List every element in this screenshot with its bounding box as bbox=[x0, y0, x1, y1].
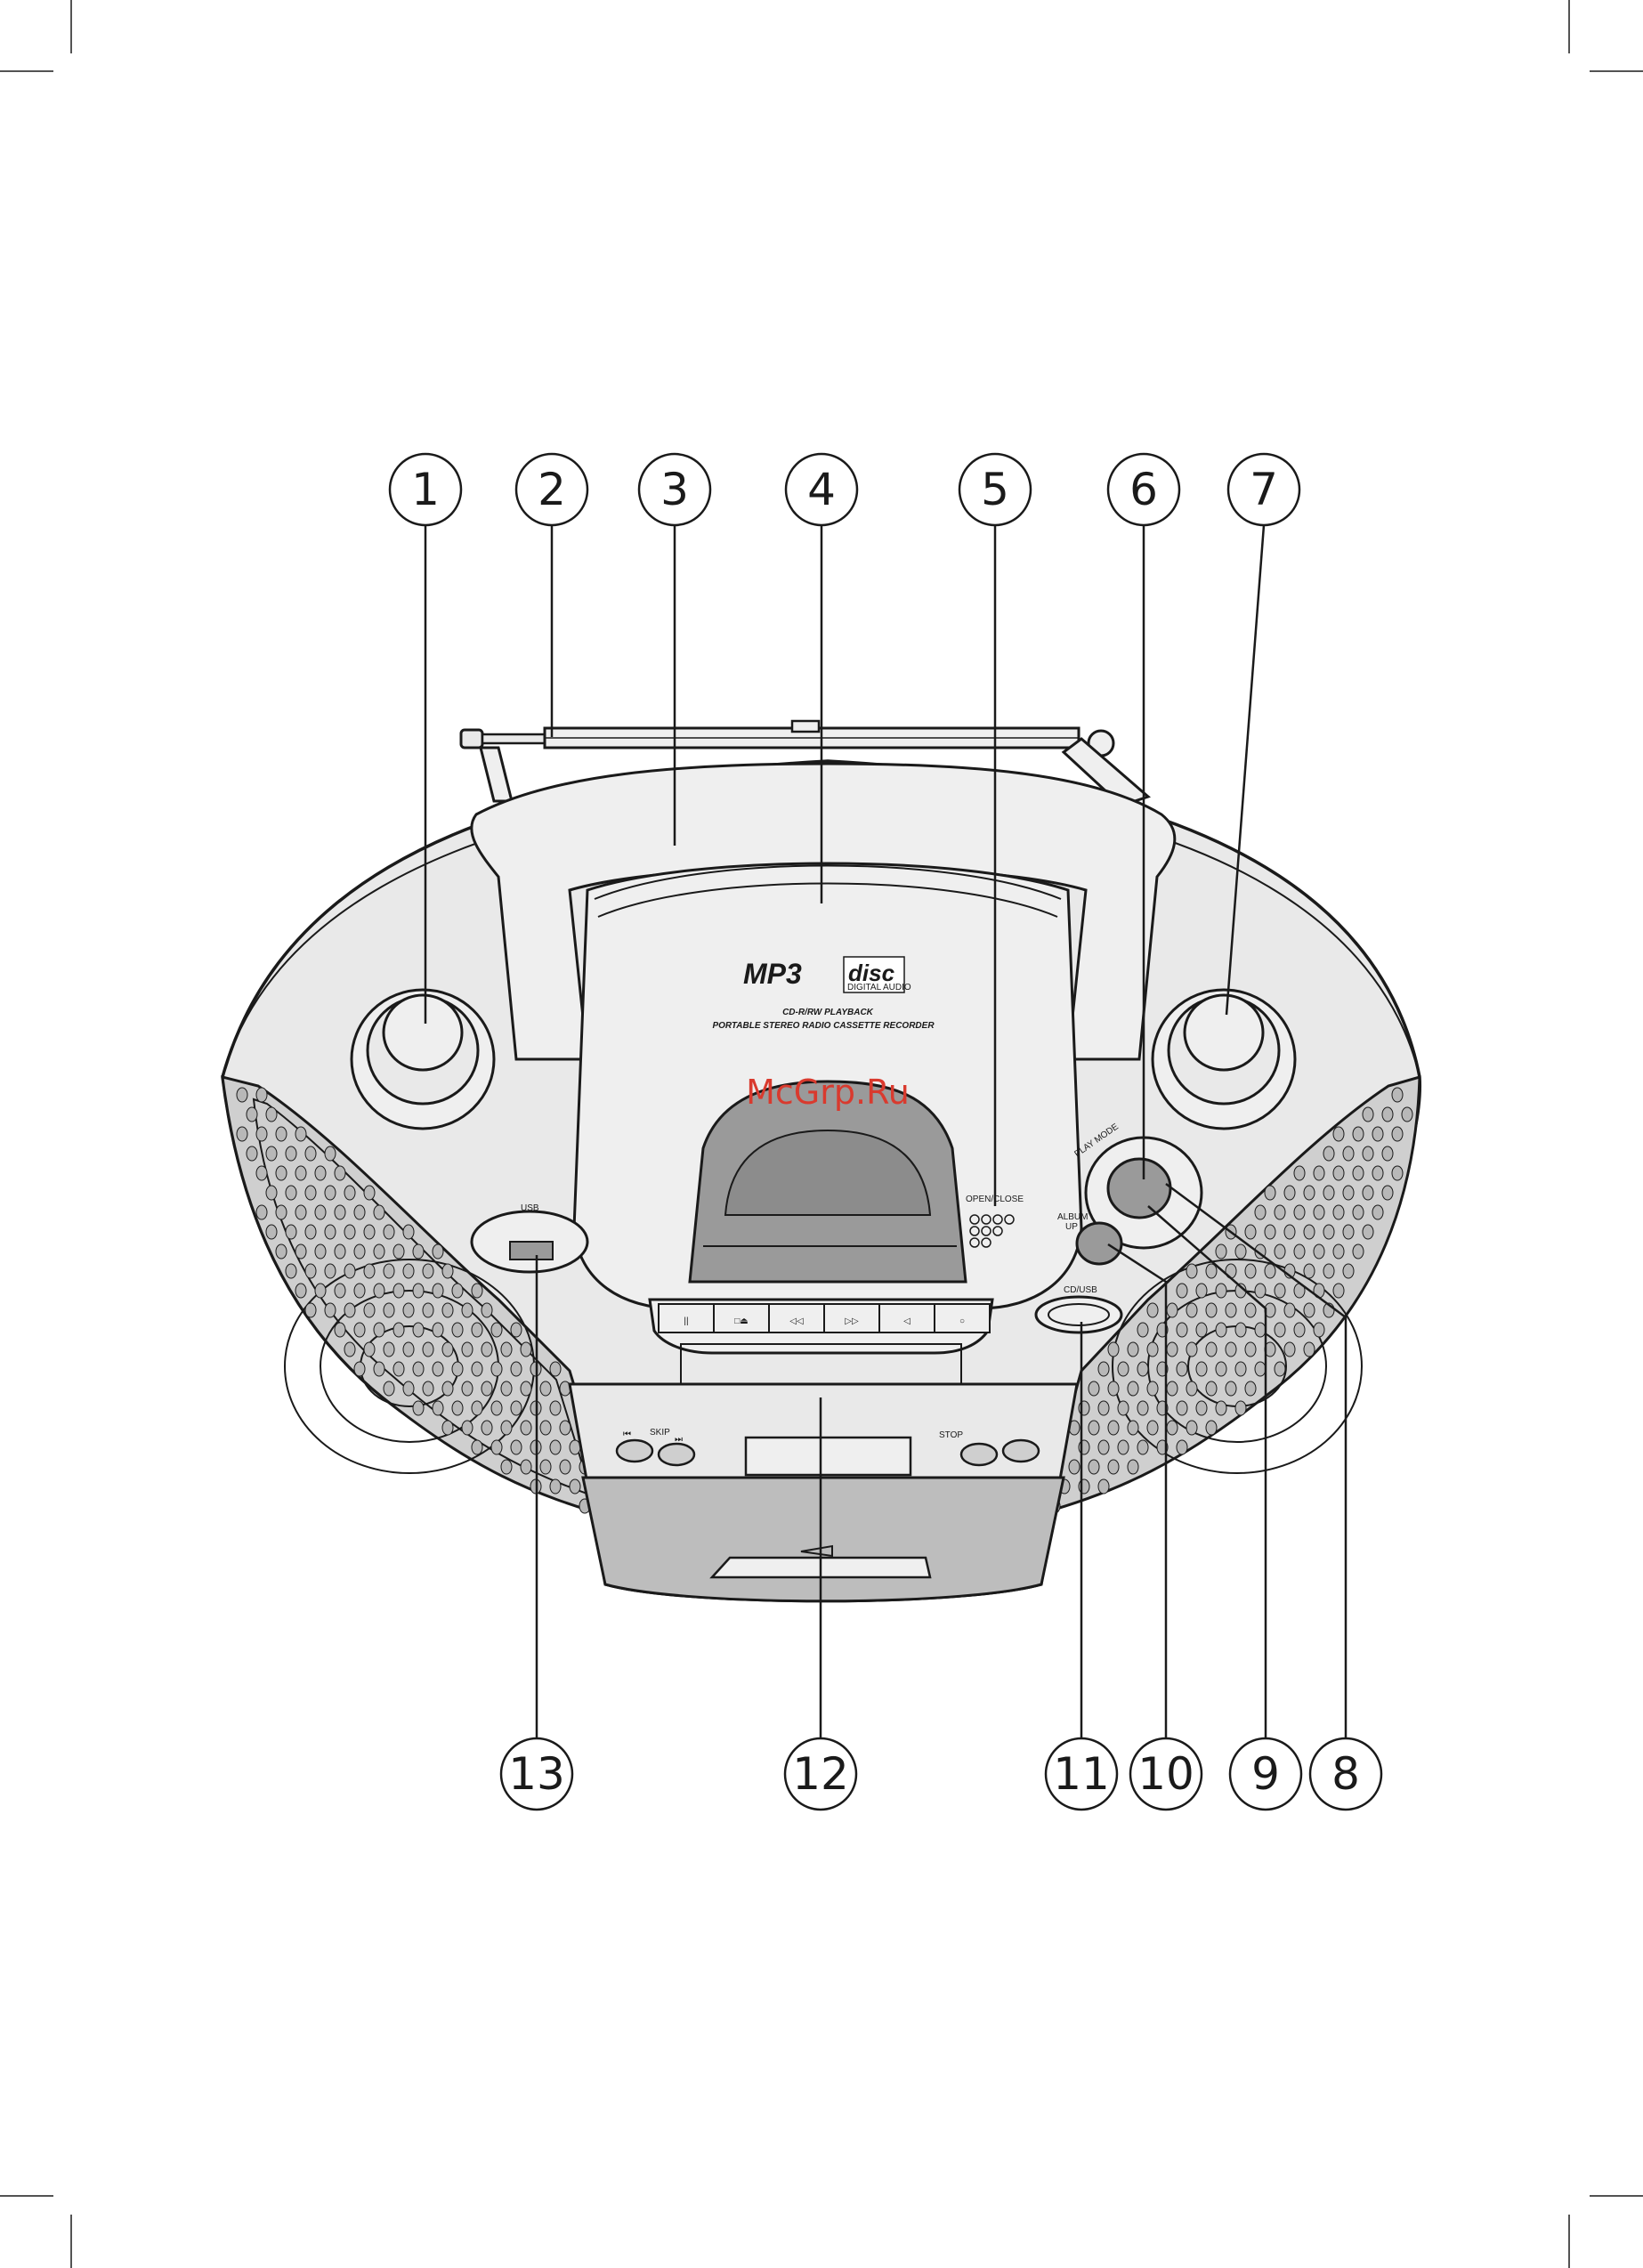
svg-text:UP: UP bbox=[1065, 1222, 1078, 1232]
callout-label: 11 bbox=[1053, 1748, 1110, 1800]
cassette-key-rewind[interactable]: ◁◁ bbox=[769, 1304, 824, 1332]
cassette-key-pause[interactable]: || bbox=[659, 1304, 714, 1332]
svg-text:SKIP: SKIP bbox=[650, 1428, 670, 1438]
callout-label: 7 bbox=[1250, 464, 1278, 515]
cassette-key-fast-forward[interactable]: ▷▷ bbox=[824, 1304, 879, 1332]
callout-10: 10 bbox=[1130, 1738, 1202, 1810]
volume-knob[interactable] bbox=[1153, 990, 1295, 1129]
subtitle-line-2: PORTABLE STEREO RADIO CASSETTE RECORDER bbox=[712, 1021, 935, 1031]
callout-label: 8 bbox=[1331, 1748, 1360, 1800]
callout-label: 9 bbox=[1251, 1748, 1280, 1800]
svg-text:◁: ◁ bbox=[903, 1316, 911, 1326]
callout-1: 1 bbox=[390, 454, 461, 525]
callout-3: 3 bbox=[639, 454, 710, 525]
callout-6: 6 bbox=[1108, 454, 1179, 525]
callout-label: 5 bbox=[981, 464, 1009, 515]
callout-2: 2 bbox=[516, 454, 587, 525]
front-panel bbox=[570, 1384, 1077, 1601]
callout-5: 5 bbox=[959, 454, 1031, 525]
cassette-key-record[interactable]: ○ bbox=[935, 1304, 990, 1332]
svg-text:DIGITAL AUDIO: DIGITAL AUDIO bbox=[847, 983, 911, 992]
svg-text:||: || bbox=[684, 1316, 688, 1326]
svg-text:○: ○ bbox=[959, 1316, 965, 1326]
callout-label: 6 bbox=[1129, 464, 1158, 515]
watermark: McGrp.Ru bbox=[746, 1073, 910, 1112]
svg-text:⏮: ⏮ bbox=[623, 1430, 631, 1439]
svg-text:ALBUM: ALBUM bbox=[1057, 1212, 1088, 1222]
callout-7: 7 bbox=[1228, 454, 1299, 525]
callout-label: 12 bbox=[792, 1748, 849, 1800]
callout-label: 13 bbox=[508, 1748, 565, 1800]
callout-label: 10 bbox=[1137, 1748, 1194, 1800]
svg-text:▷▷: ▷▷ bbox=[845, 1316, 859, 1326]
tuning-knob[interactable] bbox=[352, 990, 494, 1129]
svg-text:STOP: STOP bbox=[939, 1430, 963, 1440]
callout-label: 4 bbox=[807, 464, 836, 515]
callout-12: 12 bbox=[785, 1738, 856, 1810]
callout-label: 2 bbox=[538, 464, 566, 515]
svg-text:◁◁: ◁◁ bbox=[789, 1316, 804, 1326]
callout-label: 3 bbox=[660, 464, 689, 515]
svg-text:□⏏: □⏏ bbox=[734, 1316, 749, 1326]
subtitle-line-1: CD-R/RW PLAYBACK bbox=[782, 1008, 874, 1017]
callout-9: 9 bbox=[1230, 1738, 1301, 1810]
callout-13: 13 bbox=[501, 1738, 572, 1810]
callout-label: 1 bbox=[411, 464, 440, 515]
logo-mp3: MP3 bbox=[743, 958, 802, 990]
svg-text:CD/USB: CD/USB bbox=[1064, 1285, 1097, 1295]
callout-8: 8 bbox=[1310, 1738, 1381, 1810]
callout-11: 11 bbox=[1046, 1738, 1117, 1810]
compact-disc-logo: disc DIGITAL AUDIO bbox=[844, 957, 911, 992]
callout-4: 4 bbox=[786, 454, 857, 525]
cassette-key-stop-eject[interactable]: □⏏ bbox=[714, 1304, 769, 1332]
cassette-key-play[interactable]: ◁ bbox=[879, 1304, 935, 1332]
